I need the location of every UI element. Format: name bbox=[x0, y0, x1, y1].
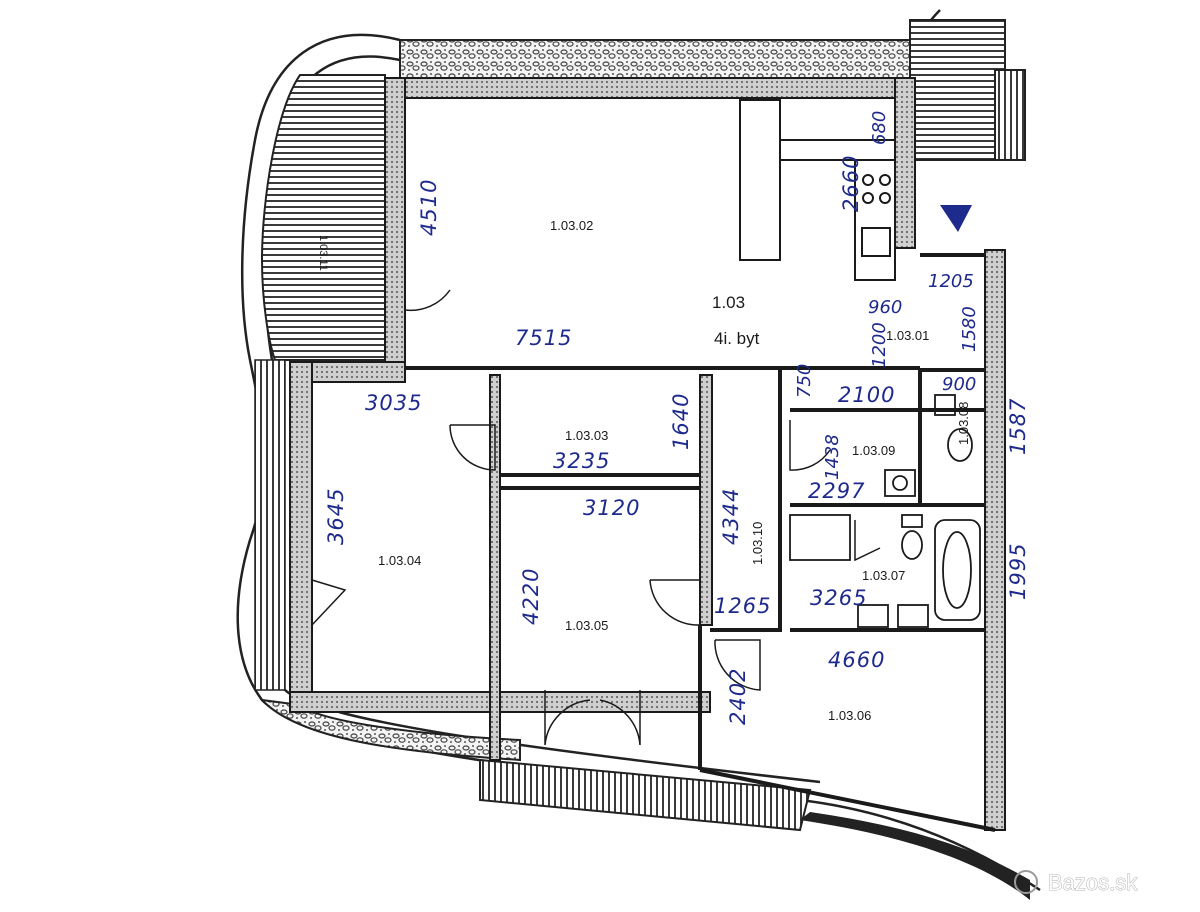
room-label-06: 1.03.06 bbox=[828, 708, 871, 723]
top-right-planter bbox=[909, 19, 1006, 161]
walls bbox=[289, 77, 1006, 831]
dim-2100: 2100 bbox=[838, 383, 895, 407]
room-label-03: 1.03.03 bbox=[565, 428, 608, 443]
dim-3645: 3645 bbox=[324, 488, 348, 545]
bathroom-fixtures bbox=[789, 394, 981, 628]
room-label-09: 1.03.09 bbox=[852, 443, 895, 458]
dim-4344: 4344 bbox=[719, 488, 743, 545]
dim-2402: 2402 bbox=[726, 668, 750, 725]
loggia-area bbox=[260, 74, 386, 361]
dim-2297: 2297 bbox=[808, 479, 865, 503]
dim-750: 750 bbox=[794, 364, 815, 398]
bottom-dark-strip bbox=[800, 812, 1030, 900]
dim-1640: 1640 bbox=[669, 393, 693, 450]
stair-element bbox=[994, 69, 1026, 161]
entrance-arrow bbox=[940, 205, 972, 232]
dim-2660: 2660 bbox=[839, 155, 863, 212]
dim-3265: 3265 bbox=[810, 586, 867, 610]
dim-1995: 1995 bbox=[1006, 543, 1030, 600]
room-label-04: 1.03.04 bbox=[378, 553, 421, 568]
dim-4510: 4510 bbox=[417, 179, 441, 236]
room-label-05: 1.03.05 bbox=[565, 618, 608, 633]
room-label-living: 1.03.02 bbox=[550, 218, 593, 233]
room-label-08: 1.03.08 bbox=[956, 402, 971, 445]
kitchen bbox=[739, 99, 896, 281]
watermark-logo-icon bbox=[1014, 870, 1038, 894]
apartment-type: 4i. byt bbox=[714, 329, 760, 348]
top-planter bbox=[399, 39, 911, 79]
dim-4660: 4660 bbox=[828, 648, 885, 672]
dim-3035: 3035 bbox=[365, 391, 422, 415]
dim-1580: 1580 bbox=[959, 306, 980, 352]
dim-7515: 7515 bbox=[515, 326, 572, 350]
dim-1438: 1438 bbox=[822, 434, 843, 480]
dim-1265: 1265 bbox=[714, 594, 771, 618]
bottom-planter bbox=[259, 698, 521, 762]
dim-680: 680 bbox=[869, 111, 890, 145]
apartment-code: 1.03 bbox=[712, 293, 745, 312]
dimension-annotations: 4510 7515 2660 680 1205 960 1200 1580 75… bbox=[324, 111, 1030, 725]
interior-walls bbox=[405, 253, 996, 832]
dim-1200: 1200 bbox=[869, 322, 890, 368]
room-label-hall: 1.03.01 bbox=[886, 328, 929, 343]
watermark-text: Bazos.sk bbox=[1048, 870, 1138, 895]
dim-4220: 4220 bbox=[519, 568, 543, 625]
bottom-hatch bbox=[479, 758, 812, 832]
dim-1205: 1205 bbox=[928, 271, 974, 292]
left-wall-hatch bbox=[254, 359, 286, 691]
dim-1587: 1587 bbox=[1006, 398, 1030, 455]
room-label-bath: 1.03.07 bbox=[862, 568, 905, 583]
watermark: Bazos.sk bbox=[1014, 870, 1139, 895]
dim-3235: 3235 bbox=[553, 449, 610, 473]
room-label-corridor: 1.03.10 bbox=[750, 522, 765, 565]
dim-3120: 3120 bbox=[583, 496, 640, 520]
dim-960: 960 bbox=[868, 297, 902, 318]
dim-900: 900 bbox=[942, 374, 976, 395]
room-label-loggia: 1.03.11 bbox=[317, 235, 329, 271]
doors bbox=[311, 255, 881, 746]
